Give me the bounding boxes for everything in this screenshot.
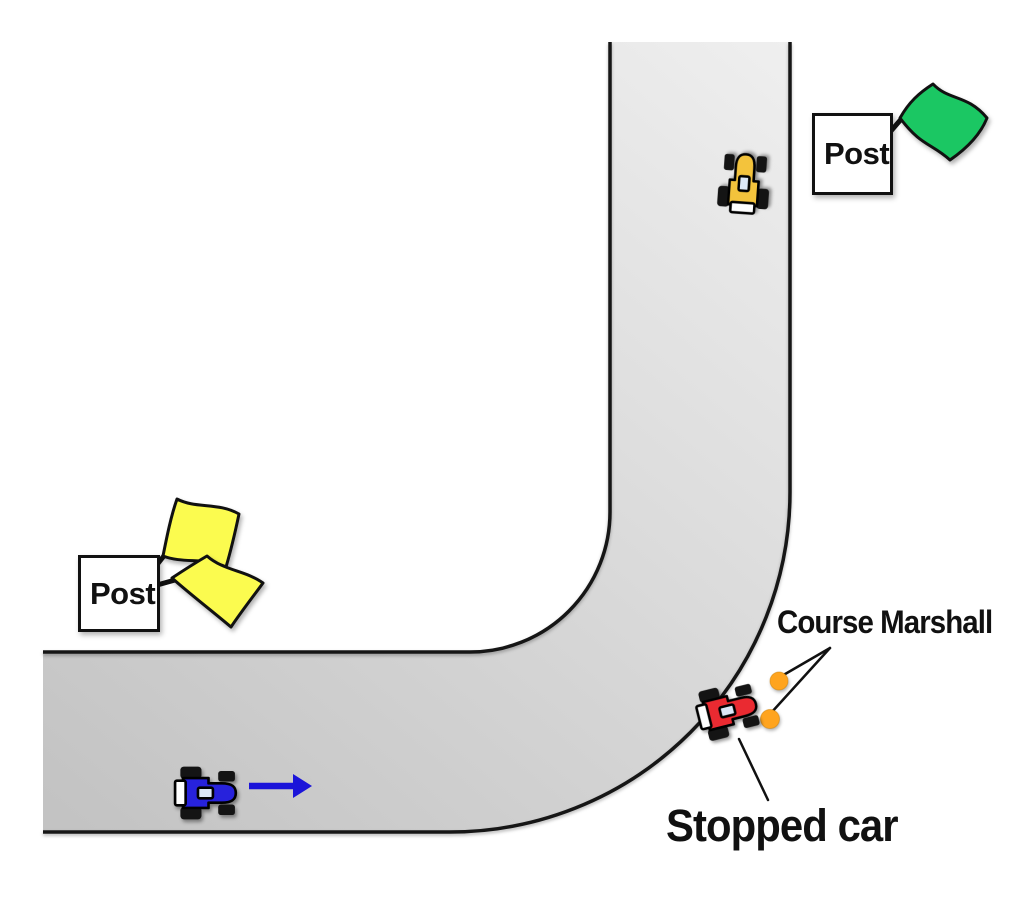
- marshall-pointer-line-upper: [778, 646, 832, 679]
- road-inner-edge: [43, 42, 612, 654]
- course-marshall-dot: [760, 709, 780, 729]
- road-outer-edge: [43, 42, 792, 834]
- stopped-car-pointer-line: [737, 737, 770, 802]
- annotation-lines: [737, 646, 832, 802]
- post-label: Post: [90, 575, 156, 611]
- double-yellow-flag-icon: [147, 497, 265, 629]
- post-box-yellow-flags: Post: [78, 555, 160, 632]
- yellow-flag-upper: [161, 497, 241, 569]
- green-flag: [898, 82, 989, 162]
- green-flag-icon: [881, 82, 989, 162]
- post-box-green-flag: Post: [812, 113, 893, 195]
- race-track-road: [43, 42, 792, 834]
- course-marshall-label: Course Marshall: [777, 604, 993, 640]
- yellow-flag-lower: [170, 554, 265, 629]
- post-label: Post: [824, 136, 890, 171]
- stopped-car-label: Stopped car: [666, 800, 899, 851]
- road-surface: [43, 42, 790, 832]
- direction-arrow-head: [293, 774, 312, 798]
- marshall-pointer-line-lower: [769, 646, 832, 715]
- direction-arrow-icon: [249, 774, 312, 798]
- course-marshall-dot: [769, 671, 789, 691]
